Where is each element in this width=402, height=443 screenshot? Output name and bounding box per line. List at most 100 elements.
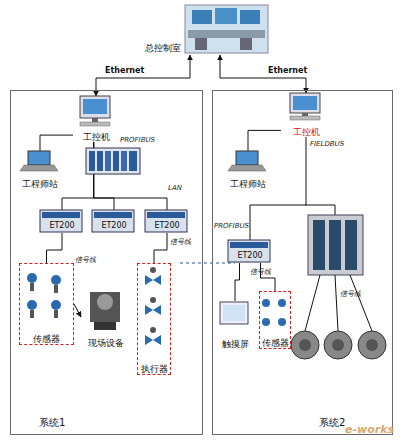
touch-screen: 触摸屏 <box>217 301 253 349</box>
actuator-group: 执行器 <box>137 263 171 375</box>
node-label: 系统2 <box>319 418 345 428</box>
connector <box>250 137 306 241</box>
edge-label: Ethernet <box>105 66 144 75</box>
pc-node: 工控机 <box>73 96 119 142</box>
drive-panel <box>329 220 341 270</box>
screen <box>223 305 245 321</box>
motor <box>291 331 319 359</box>
machine-body <box>90 292 120 322</box>
connector <box>248 130 281 151</box>
valve-icons <box>145 267 161 345</box>
keyboard <box>80 122 110 126</box>
laptop-icon <box>20 151 58 171</box>
valve <box>145 275 161 285</box>
bus-label: 信号线 <box>250 268 271 276</box>
motor-hub <box>299 339 311 351</box>
cabinet <box>308 215 363 275</box>
node-label: ET200 <box>41 221 83 231</box>
sensor <box>27 300 37 310</box>
control-room-photo <box>185 5 268 53</box>
motor-hub <box>332 339 344 351</box>
bus-label: PROFIBUS <box>214 222 249 230</box>
monitor <box>240 10 260 24</box>
sensor-icons <box>27 273 286 326</box>
valve <box>145 335 161 345</box>
io-station: ET200 <box>229 241 271 263</box>
monitor <box>80 96 110 118</box>
bus-label: LAN <box>168 184 182 192</box>
touch-screen-icon <box>220 302 248 324</box>
module <box>121 151 127 171</box>
connector <box>40 135 73 151</box>
module <box>129 151 137 171</box>
control-room: 总控制室 <box>145 3 270 55</box>
connector <box>261 263 276 291</box>
photo-frame <box>185 5 268 53</box>
field-machine <box>90 292 120 330</box>
screen <box>28 151 50 165</box>
sensor-group: 传感器 <box>19 263 74 345</box>
node-label: 工程师站 <box>15 179 65 189</box>
field-device: 现场设备 <box>81 286 131 348</box>
sensor <box>278 318 286 326</box>
stand <box>302 113 308 116</box>
sensor-stem <box>30 283 34 291</box>
screen <box>293 96 317 110</box>
node-label: ET200 <box>93 221 135 231</box>
node-label: 触摸屏 <box>217 339 253 349</box>
motor-hub <box>366 339 378 351</box>
bus-label: FIELDBUS <box>310 140 344 148</box>
drive-panel <box>313 220 325 270</box>
sensor <box>27 273 37 283</box>
sensor <box>278 299 286 307</box>
keyboard <box>290 116 320 120</box>
module-strip <box>230 242 268 248</box>
connector <box>62 142 94 211</box>
connector <box>94 142 114 211</box>
motors <box>291 275 386 359</box>
sensor <box>262 299 270 307</box>
valve-head <box>150 297 156 303</box>
valve-head <box>150 267 156 273</box>
node-label: ET200 <box>146 221 188 231</box>
module <box>89 151 95 171</box>
connector <box>235 263 240 301</box>
chair <box>195 38 207 50</box>
connector <box>94 142 167 211</box>
motor <box>324 331 352 359</box>
sensor <box>51 275 61 285</box>
sensor <box>262 318 270 326</box>
bus-label: 信号线 <box>170 238 191 246</box>
pc-icon <box>80 96 110 126</box>
node-label: 执行器 <box>138 364 170 374</box>
monitor <box>290 93 320 113</box>
module <box>105 151 111 171</box>
sensor-stem <box>54 285 58 293</box>
valve <box>145 305 161 315</box>
node-label: 工控机 <box>281 127 331 137</box>
module <box>113 151 119 171</box>
module-strip <box>94 212 132 218</box>
bus-label: 信号线 <box>340 290 361 298</box>
chair <box>240 38 252 50</box>
node-label: 总控制室 <box>145 43 181 53</box>
io-station: ET200 <box>93 211 135 233</box>
module-strip <box>147 212 185 218</box>
bus-label: PROFIBUS <box>120 136 155 144</box>
pc-node: 工控机 <box>281 93 331 137</box>
module-strip <box>42 212 80 218</box>
bus-label: 信号线 <box>75 256 96 264</box>
screen-frame <box>220 302 248 324</box>
io-station: ET200 <box>41 211 83 233</box>
pc-icon <box>290 93 320 120</box>
rack <box>145 210 187 232</box>
sensor-stem <box>54 310 58 318</box>
signal-wire <box>305 275 372 331</box>
sensor <box>51 300 61 310</box>
edge-label: Ethernet <box>268 66 307 75</box>
system-band: 系统2工控机工程师站ET200触摸屏传感器 <box>212 90 393 435</box>
desk <box>188 30 265 38</box>
module <box>97 151 103 171</box>
node-label: 现场设备 <box>81 338 131 348</box>
